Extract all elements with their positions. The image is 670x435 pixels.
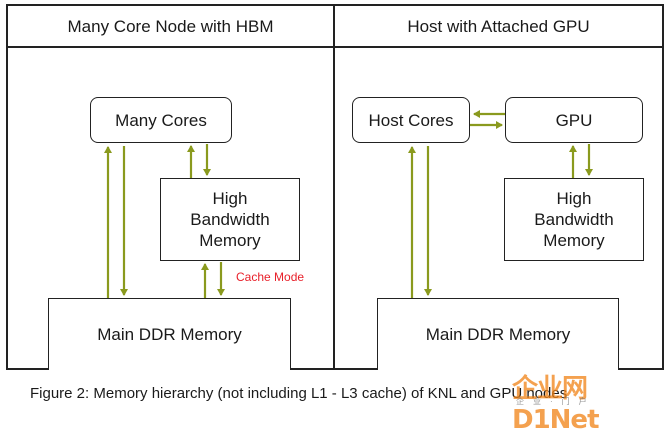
host-cores-box: Host Cores: [352, 97, 470, 143]
ddr-box-left: Main DDR Memory: [48, 298, 291, 370]
arrow-layer: [104, 110, 593, 298]
panel-divider-vertical: [333, 4, 335, 370]
ddr-label-left: Main DDR Memory: [97, 325, 242, 344]
header-divider: [6, 46, 664, 48]
gpu-label: GPU: [555, 110, 593, 130]
ddr-label-right: Main DDR Memory: [425, 325, 571, 344]
ddr-box-right: Main DDR Memory: [377, 298, 619, 370]
hbm-label-left: High Bandwidth Memory: [190, 189, 270, 250]
left-panel-title: Many Core Node with HBM: [67, 17, 274, 36]
right-panel-title: Host with Attached GPU: [407, 17, 590, 36]
hbm-box-left: High Bandwidth Memory: [160, 178, 300, 261]
host-cores-label: Host Cores: [368, 110, 454, 130]
hbm-label-right: High Bandwidth Memory: [534, 189, 614, 250]
cache-mode-label: Cache Mode: [236, 270, 305, 284]
many-cores-label: Many Cores: [115, 110, 207, 130]
figure-caption: Figure 2: Memory hierarchy (not includin…: [30, 385, 568, 402]
hbm-box-right: High Bandwidth Memory: [504, 178, 644, 261]
diagram-frame: [6, 4, 664, 370]
gpu-box: GPU: [505, 97, 643, 143]
many-cores-box: Many Cores: [90, 97, 232, 143]
